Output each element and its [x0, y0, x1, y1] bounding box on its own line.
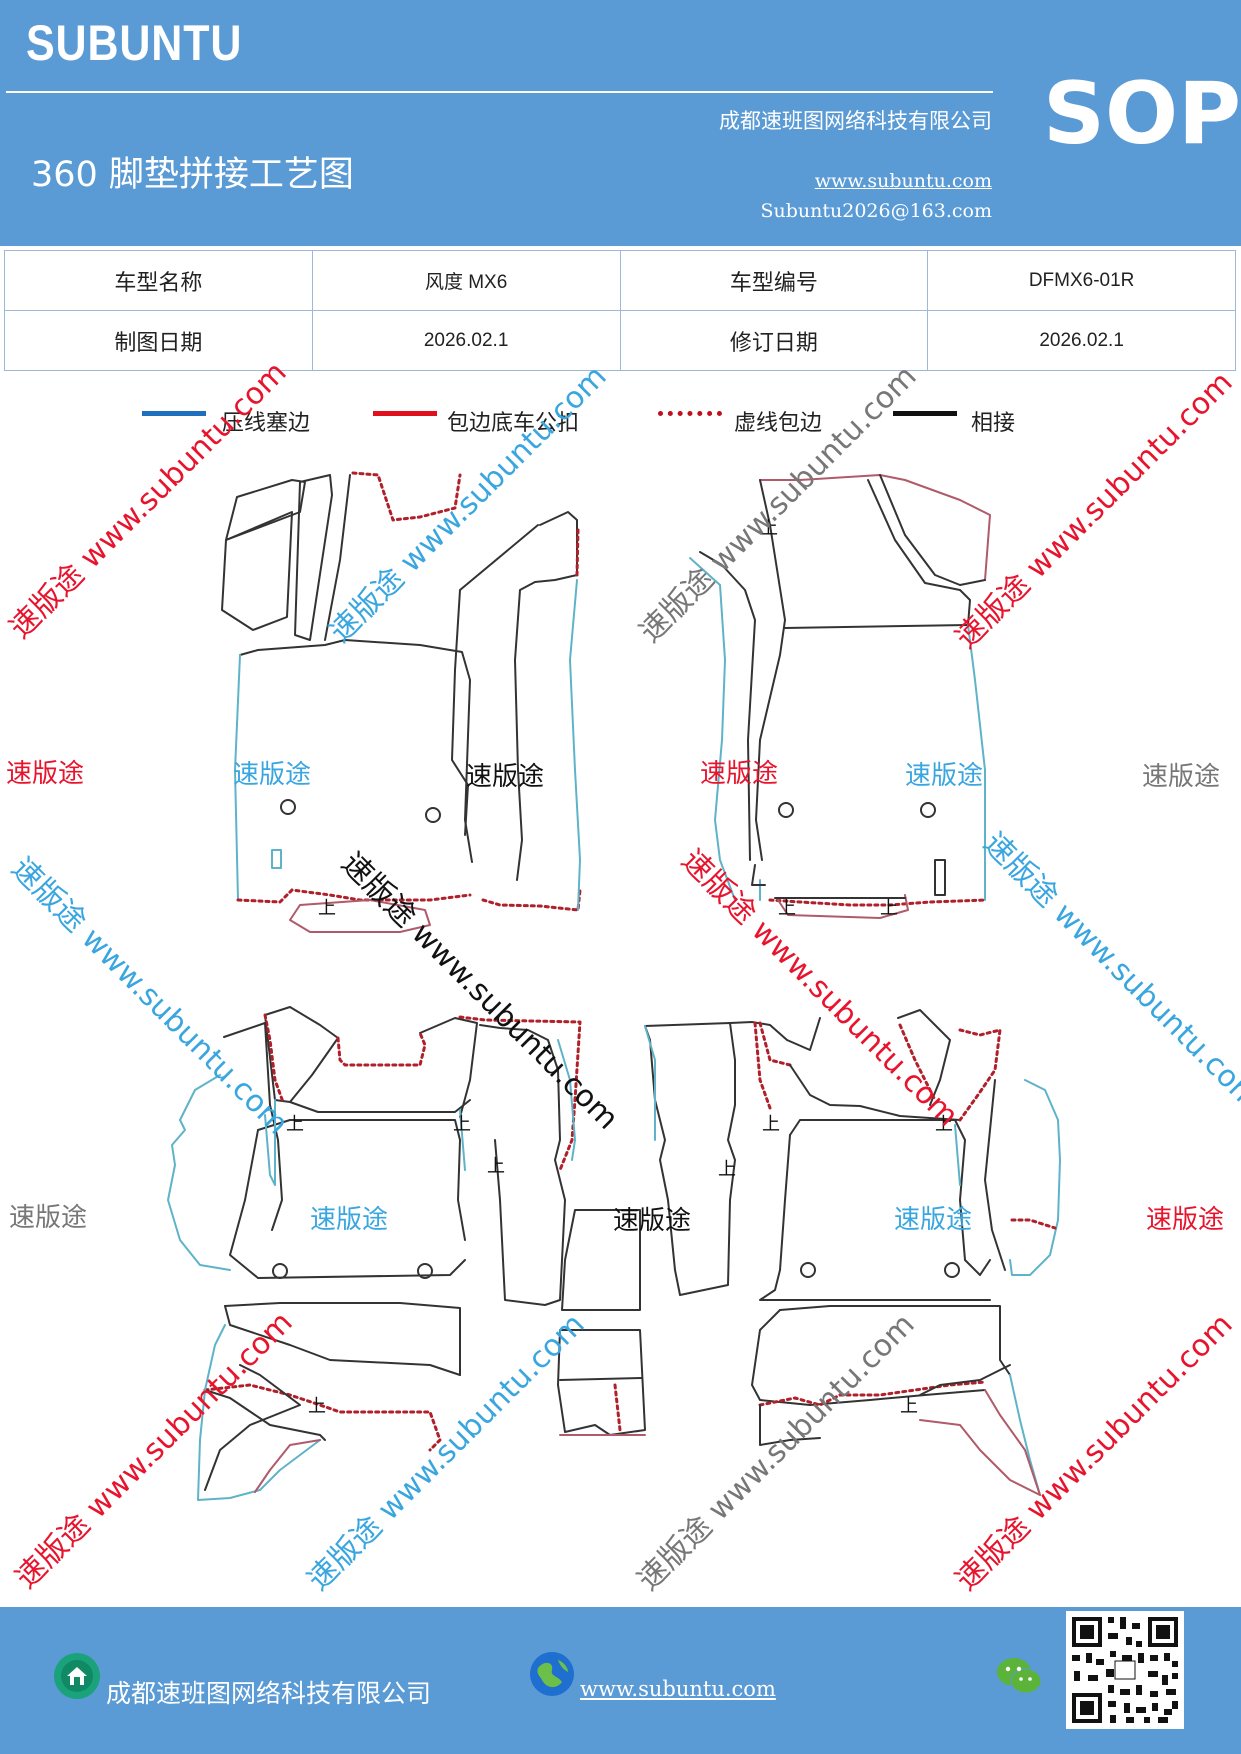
up-marker: 上 — [762, 1114, 780, 1135]
mat-piece-rear-right — [644, 1009, 1061, 1496]
up-marker: 上 — [308, 1396, 326, 1417]
mat-piece-center — [557, 1209, 646, 1436]
sop-badge: SOP — [1043, 64, 1241, 164]
up-marker: 上 — [453, 1114, 471, 1135]
legend-label: 相接 — [971, 411, 1016, 436]
header-company-name: 成都速班图网络科技有限公司 — [719, 109, 992, 133]
header-email[interactable]: Subuntu2026@163.com — [760, 200, 992, 222]
up-marker: 上 — [718, 1159, 736, 1180]
legend-label: 虚线包边 — [734, 411, 823, 436]
vehicle-info-table: 车型名称 风度 MX6 车型编号 DFMX6-01R 制图日期 2026.02.… — [4, 250, 1236, 371]
qr-code — [1066, 1611, 1184, 1729]
legend-swatch-red — [373, 411, 437, 416]
globe-icon — [530, 1652, 574, 1696]
header-website-link[interactable]: www.subuntu.com — [814, 170, 992, 192]
label-model-code: 车型编号 — [619, 250, 929, 311]
legend-label: 包边底车公扣 — [447, 411, 580, 436]
qr-code-graphic — [1066, 1611, 1184, 1729]
up-marker: 上 — [900, 1396, 918, 1417]
table-row: 制图日期 2026.02.1 修订日期 2026.02.1 — [4, 310, 1236, 371]
value-model-code: DFMX6-01R — [927, 250, 1236, 311]
footer-company-name: 成都速班图网络科技有限公司 — [106, 1679, 432, 1708]
legend-swatch-black — [893, 411, 957, 416]
up-marker: 上 — [318, 898, 336, 919]
up-marker: 上 — [778, 898, 796, 919]
mat-piece-front-left — [221, 471, 582, 933]
legend-swatch-blue — [142, 411, 206, 416]
company-home-icon — [54, 1653, 100, 1699]
footer-banner: 成都速班图网络科技有限公司 www.subuntu.com — [0, 1607, 1241, 1754]
floor-mat-diagram: 上 上 上 上 上 上 上 上 上 上 上 上 — [167, 471, 1061, 1501]
label-model-name: 车型名称 — [4, 250, 313, 311]
label-draw-date: 制图日期 — [4, 310, 313, 371]
value-draw-date: 2026.02.1 — [311, 310, 621, 371]
line-legend: 压线塞边 包边底车公扣 虚线包边 相接 — [0, 402, 1241, 438]
legend-swatch-dotted — [658, 411, 722, 416]
page-title: 360 脚垫拼接工艺图 — [31, 155, 354, 195]
up-markers: 上 上 上 上 上 上 上 上 上 上 上 上 — [286, 518, 953, 1417]
value-revise-date: 2026.02.1 — [927, 310, 1236, 371]
mat-piece-rear-left — [167, 1006, 582, 1501]
up-marker: 上 — [487, 1156, 505, 1177]
brand-logo-text: SUBUNTU — [26, 15, 243, 71]
legend-label: 压线塞边 — [222, 411, 311, 436]
header-divider — [6, 91, 993, 93]
up-marker: 上 — [760, 518, 778, 539]
up-marker: 上 — [286, 1114, 304, 1135]
wechat-icon[interactable] — [995, 1655, 1043, 1699]
up-marker: 上 — [880, 898, 898, 919]
mat-piece-front-right — [689, 474, 991, 919]
table-row: 车型名称 风度 MX6 车型编号 DFMX6-01R — [4, 250, 1236, 311]
value-model-name: 风度 MX6 — [311, 250, 621, 311]
label-revise-date: 修订日期 — [619, 310, 929, 371]
footer-website-link[interactable]: www.subuntu.com — [580, 1677, 776, 1701]
header-banner: SUBUNTU SOP 360 脚垫拼接工艺图 成都速班图网络科技有限公司 ww… — [0, 0, 1241, 246]
up-marker: 上 — [935, 1114, 953, 1135]
